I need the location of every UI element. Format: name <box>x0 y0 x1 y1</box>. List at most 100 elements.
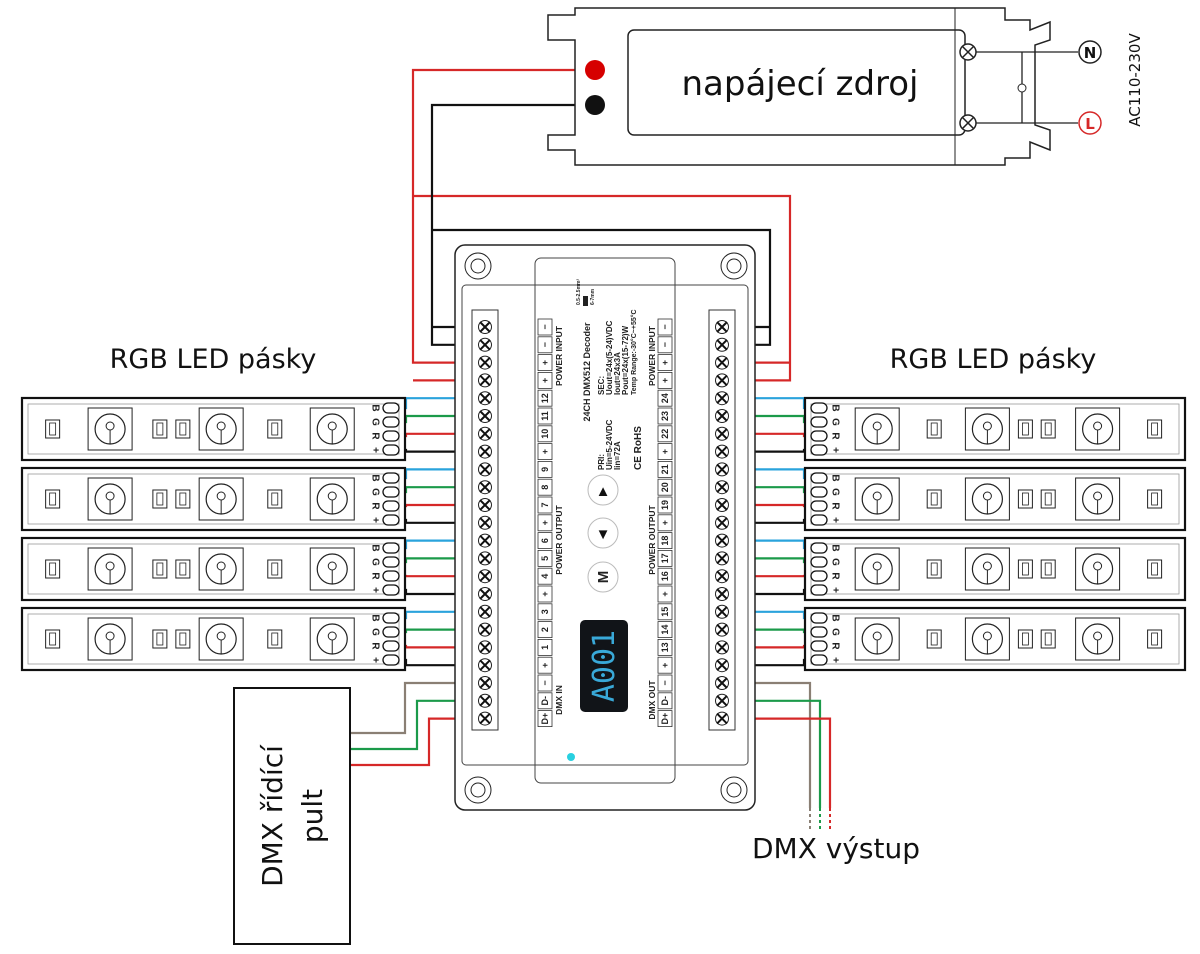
terminal-number-box <box>537 496 553 514</box>
led-chip-icon <box>854 547 900 591</box>
resistor-inner <box>1151 422 1158 436</box>
resistor-inner <box>49 562 57 576</box>
dmx-controller: DMX řídící pult <box>233 687 351 945</box>
resistor-inner <box>930 422 938 436</box>
left-terminal-label: 9 <box>540 467 550 472</box>
solder-pad <box>810 570 828 582</box>
resistor-inner <box>49 632 57 646</box>
terminal-number-box <box>657 407 673 425</box>
pin-label: B <box>369 474 380 481</box>
input-voltage-label: AC110-230V <box>1126 33 1144 127</box>
solder-pad <box>810 500 828 512</box>
up-button[interactable]: ▲ <box>587 474 619 506</box>
terminal-number-box <box>657 550 673 567</box>
left-terminal-label: + <box>540 663 550 668</box>
resistor-icon <box>1017 629 1033 649</box>
x-icon <box>479 588 491 600</box>
terminal-number-box <box>537 656 553 674</box>
led-chip-icon <box>1075 407 1121 451</box>
resistor-inner <box>1022 562 1029 576</box>
x-icon <box>716 570 728 582</box>
screw-terminal <box>478 569 492 584</box>
dmx-output-label: DMX výstup <box>752 832 920 865</box>
iin-spec: Iin=72A <box>613 441 622 470</box>
resistor-icon <box>45 489 61 509</box>
left-terminal-label: 1 <box>540 645 550 650</box>
resistor-body <box>1040 629 1056 649</box>
resistor-icon <box>1040 489 1056 509</box>
resistor-body <box>1147 559 1163 579</box>
resistor-body <box>45 629 61 649</box>
led-chip-icon <box>309 477 355 521</box>
left-terminal-label: 10 <box>540 429 550 439</box>
terminal-number-box <box>537 318 553 336</box>
screw-terminal <box>715 355 729 370</box>
solder-pad <box>382 626 400 638</box>
resistor-body <box>1147 489 1163 509</box>
terminal-number-box <box>537 425 553 443</box>
resistor-body <box>267 489 283 509</box>
screw-terminal <box>715 551 729 566</box>
left-terminal-label: 11 <box>540 411 550 421</box>
terminal-number-box <box>657 478 673 496</box>
right-terminal-label: 14 <box>660 625 670 635</box>
screw-terminal <box>715 498 729 512</box>
mode-button[interactable]: M <box>587 561 619 593</box>
x-icon <box>716 321 728 333</box>
resistor-icon <box>1147 489 1163 509</box>
dmx-in-label: DMX IN <box>554 685 564 715</box>
rgb-led-strip: BGR+ <box>20 396 407 462</box>
right-terminal-label: 20 <box>660 482 670 492</box>
solder-pad <box>810 514 828 526</box>
x-icon <box>716 623 728 636</box>
resistor-body <box>152 629 168 649</box>
left-terminal-label: + <box>540 378 550 383</box>
screw-terminal <box>478 676 492 690</box>
pin-label: B <box>829 614 840 621</box>
solder-pad <box>810 654 828 666</box>
dmx-input-wire <box>350 699 485 751</box>
led-display <box>580 620 628 712</box>
pin-label: B <box>829 474 840 481</box>
rgb-led-strip: BGR+ <box>20 606 407 672</box>
pin-label: + <box>829 587 840 593</box>
resistor-body <box>152 419 168 439</box>
screw-terminal <box>478 711 492 726</box>
resistor-inner <box>49 492 57 506</box>
resistor-body <box>175 419 191 439</box>
left-terminal-label: D- <box>540 696 550 706</box>
led-chip-icon <box>1075 547 1121 591</box>
x-icon <box>479 641 491 654</box>
terminal-number-box <box>537 354 553 372</box>
resistor-inner <box>930 632 938 646</box>
dmx-output-wire <box>722 717 832 808</box>
screw-terminal <box>478 337 492 352</box>
screw-terminal <box>715 533 729 548</box>
x-icon <box>479 410 491 422</box>
down-button[interactable]: ▼ <box>587 517 619 549</box>
resistor-icon <box>1147 629 1163 649</box>
x-icon <box>716 552 728 565</box>
x-icon <box>479 623 491 636</box>
wire-strip-icon <box>583 296 588 306</box>
x-icon <box>479 517 491 529</box>
left-terminal-label: 6 <box>540 538 550 543</box>
resistor-inner <box>1044 492 1052 506</box>
strip-inner <box>27 543 400 595</box>
terminal-number-box <box>657 710 673 727</box>
x-icon <box>479 481 491 493</box>
screw-terminal <box>478 391 492 406</box>
terminal-number-box <box>537 514 553 532</box>
terminal-number-box <box>537 550 553 567</box>
power-supply: napájecí zdroj N L AC110-230V <box>547 7 1144 166</box>
pin-label: G <box>829 488 840 496</box>
resistor-inner <box>271 422 279 436</box>
terminal-number-box <box>657 460 673 478</box>
pin-label: B <box>829 544 840 551</box>
x-icon <box>479 659 491 671</box>
pin-label: B <box>369 544 380 551</box>
neutral-icon <box>1078 40 1102 64</box>
x-icon <box>716 339 728 351</box>
x-icon <box>479 677 491 689</box>
resistor-inner <box>49 422 57 436</box>
